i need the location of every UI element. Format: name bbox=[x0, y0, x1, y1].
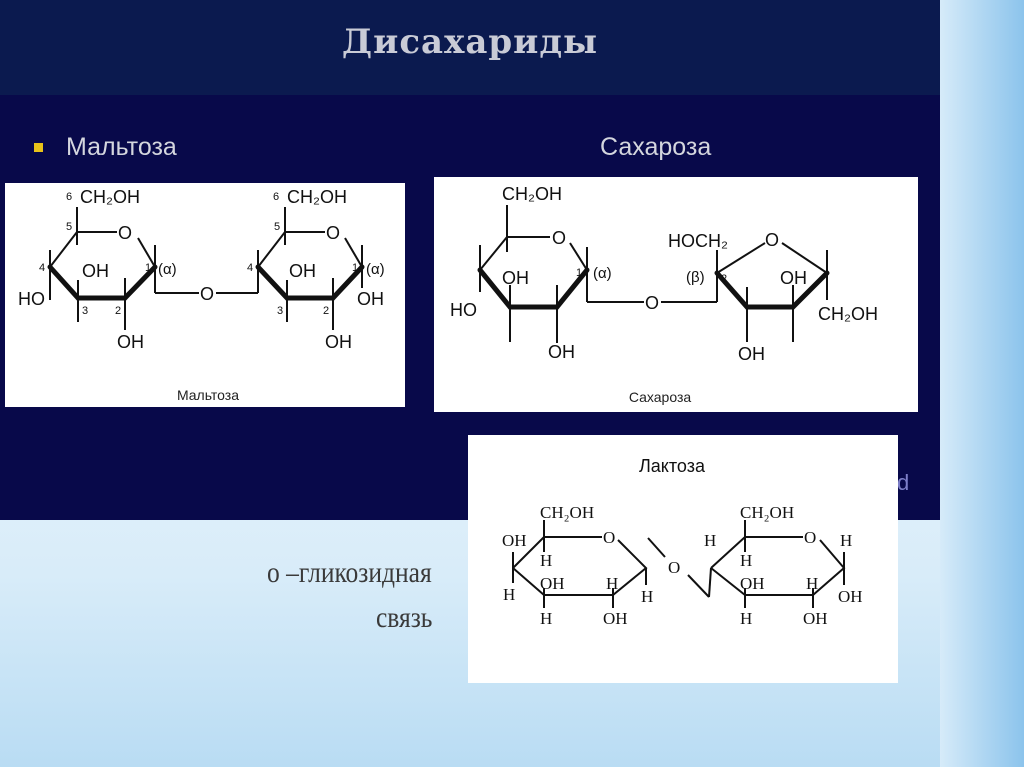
carbon-number: 1 bbox=[576, 267, 582, 279]
carbon-number: 2 bbox=[323, 305, 329, 317]
maltose-label: Мальтоза bbox=[66, 133, 177, 161]
chem-label: OH bbox=[803, 609, 828, 628]
title-bar bbox=[0, 0, 940, 95]
carbon-number: 2 bbox=[721, 273, 727, 285]
chem-label: (α) bbox=[593, 265, 612, 282]
chem-label: OH bbox=[289, 261, 316, 281]
chem-label: H bbox=[540, 609, 552, 628]
sucrose-structure: CH₂OH OH HO OH O (α) 1 O HOCH₂ (β) 2 OH … bbox=[434, 177, 918, 412]
background-sky bbox=[940, 0, 1024, 767]
chem-label: HOCH₂ bbox=[668, 231, 728, 251]
carbon-number: 4 bbox=[247, 262, 253, 274]
chem-label: CH₂OH bbox=[740, 503, 794, 522]
chem-label: H bbox=[606, 574, 618, 593]
bullet-icon bbox=[34, 143, 43, 152]
carbon-number: 5 bbox=[274, 221, 280, 233]
chem-label: OH bbox=[325, 332, 352, 352]
chem-label: OH bbox=[502, 531, 527, 550]
chem-label: CH₂OH bbox=[540, 503, 594, 522]
chem-label: (β) bbox=[686, 269, 705, 286]
glycosidic-oxygen: O bbox=[200, 284, 214, 304]
chem-label: HO bbox=[450, 300, 477, 320]
chem-label: OH bbox=[82, 261, 109, 281]
maltose-caption: Мальтоза bbox=[177, 387, 239, 403]
glycosidic-oxygen: O bbox=[668, 558, 680, 577]
chem-label: (α) bbox=[158, 261, 177, 278]
maltose-structure: CH₂OH CH₂OH OH OH HO OH OH OH (α) (α) O … bbox=[5, 183, 405, 407]
carbon-number: 2 bbox=[115, 305, 121, 317]
glycosidic-bond-text-line1: о –гликозидная bbox=[267, 556, 432, 589]
sucrose-label: Сахароза bbox=[600, 133, 712, 161]
chem-label: H bbox=[540, 551, 552, 570]
carbon-number: 1 bbox=[352, 262, 358, 274]
chem-label: CH₂OH bbox=[818, 304, 878, 324]
glycosidic-bond-text-line2: связь bbox=[375, 601, 432, 634]
chem-label: H bbox=[503, 585, 515, 604]
lactose-structure: Лактоза CH₂OH OH H H OH H H H OH O O CH₂… bbox=[468, 435, 898, 683]
chem-label: OH bbox=[603, 609, 628, 628]
chem-label: CH₂OH bbox=[502, 184, 562, 204]
chem-label: OH bbox=[780, 268, 807, 288]
chem-label: OH bbox=[740, 574, 765, 593]
sucrose-bonds bbox=[477, 205, 830, 343]
chem-label: OH bbox=[502, 268, 529, 288]
text-fragment: d bbox=[897, 470, 910, 495]
chem-label: HO bbox=[18, 289, 45, 309]
maltose-bonds bbox=[47, 207, 365, 330]
ring-oxygen: O bbox=[804, 528, 816, 547]
carbon-number: 1 bbox=[145, 262, 151, 274]
lactose-bonds bbox=[512, 520, 846, 608]
carbon-number: 3 bbox=[277, 305, 283, 317]
ring-oxygen: O bbox=[765, 230, 779, 250]
chem-label: OH bbox=[548, 342, 575, 362]
chem-label: H bbox=[840, 531, 852, 550]
ring-oxygen: O bbox=[326, 223, 340, 243]
ring-oxygen: O bbox=[603, 528, 615, 547]
ring-oxygen: O bbox=[552, 228, 566, 248]
chem-label: OH bbox=[838, 587, 863, 606]
carbon-number: 4 bbox=[39, 262, 45, 274]
glycosidic-oxygen: O bbox=[645, 293, 659, 313]
carbon-number: 6 bbox=[66, 191, 72, 203]
chem-label: OH bbox=[738, 344, 765, 364]
chem-label: CH₂OH bbox=[80, 187, 140, 207]
carbon-number: 3 bbox=[82, 305, 88, 317]
chem-label: OH bbox=[117, 332, 144, 352]
chem-label: CH₂OH bbox=[287, 187, 347, 207]
chem-label: OH bbox=[357, 289, 384, 309]
carbon-number: 6 bbox=[273, 191, 279, 203]
chem-label: H bbox=[740, 609, 752, 628]
chem-label: (α) bbox=[366, 261, 385, 278]
ring-oxygen: O bbox=[118, 223, 132, 243]
sucrose-caption: Сахароза bbox=[629, 389, 692, 405]
chem-label: OH bbox=[540, 574, 565, 593]
chem-label: H bbox=[806, 574, 818, 593]
chem-label: H bbox=[704, 531, 716, 550]
chem-label: H bbox=[641, 587, 653, 606]
carbon-number: 5 bbox=[66, 221, 72, 233]
slide-title: Дисахариды bbox=[341, 22, 599, 62]
lactose-caption: Лактоза bbox=[639, 456, 706, 476]
chem-label: H bbox=[740, 551, 752, 570]
